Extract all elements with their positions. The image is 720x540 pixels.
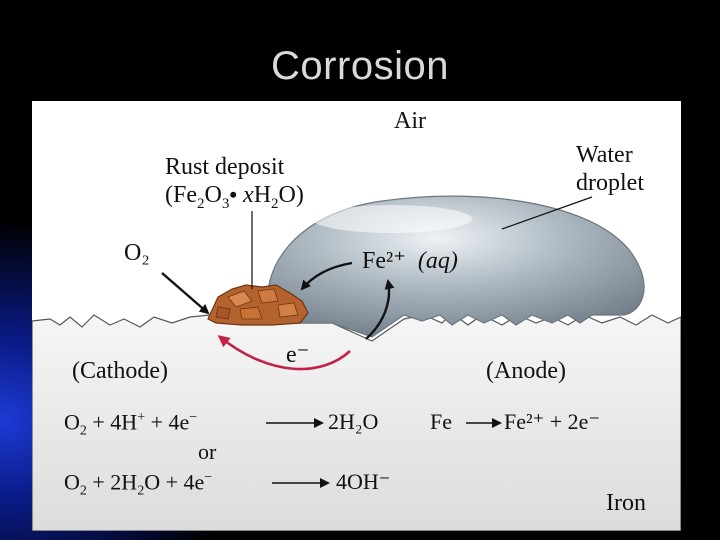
oxygen-arrow	[161, 272, 210, 315]
iron-block	[32, 312, 681, 531]
water-droplet-label: Water droplet	[576, 143, 644, 195]
iron-ion-state: (aq)	[417, 248, 458, 274]
water-droplet-line1: Water	[576, 142, 633, 168]
cathode-eq1-product: 2H₂O	[328, 409, 379, 434]
rust-formula: (Fe2O3• xH2O)	[165, 182, 304, 212]
rust-deposit	[207, 284, 309, 326]
iron-ion-label: Fe²⁺ (aq)	[362, 249, 458, 273]
droplet-leader-line	[501, 196, 593, 230]
water-droplet-line2: droplet	[576, 170, 644, 196]
cathode-eq2-reactants: O2 + 2H2O + 4e−	[64, 469, 213, 499]
slide-title: Corrosion	[271, 44, 449, 88]
cathode-eq1-reactants: O2 + 4H+ + 4e−	[64, 409, 198, 439]
or-label: or	[198, 439, 217, 464]
diagram-art	[32, 195, 681, 531]
droplet-highlight	[312, 205, 472, 233]
anode-eq-product: Fe²⁺ + 2e⁻	[504, 409, 600, 434]
anode-eq-reactant: Fe	[430, 409, 452, 434]
rust-deposit-label: Rust deposit (Fe2O3• xH2O)	[165, 155, 304, 212]
corrosion-diagram: Air Water droplet Rust deposit (Fe2O3• x…	[32, 101, 681, 531]
iron-ion-arrow	[300, 261, 353, 291]
cathode-label: (Cathode)	[72, 358, 168, 384]
electron-label: e⁻	[286, 342, 310, 368]
anode-label: (Anode)	[486, 358, 566, 384]
oxygen-label: O₂	[124, 240, 150, 266]
iron-ion-text: Fe²⁺	[362, 248, 406, 274]
air-label: Air	[394, 108, 426, 134]
anode-ion-arrow	[365, 279, 395, 340]
rust-deposit-line1: Rust deposit	[165, 154, 285, 180]
iron-label: Iron	[606, 490, 646, 516]
electron-arrow	[217, 335, 351, 371]
cathode-eq2-product: 4OH⁻	[336, 469, 391, 494]
